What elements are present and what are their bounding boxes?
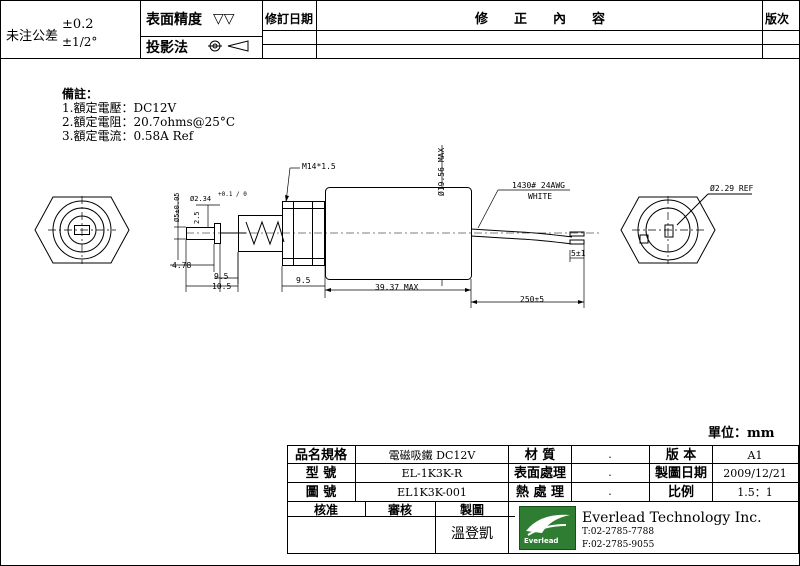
- company-fax: F:02-2785-9055: [582, 540, 655, 550]
- drawing-number-label: 圖 號: [305, 485, 337, 500]
- version-label: 版 本: [665, 448, 697, 463]
- strip-length-dimension: 5±1: [571, 249, 586, 258]
- model-value: EL-1K3K-R: [401, 467, 463, 480]
- note-1: 1.額定電壓：DC12V: [62, 101, 177, 115]
- lead-length-dimension: 250±5: [520, 295, 545, 304]
- version-value: A1: [747, 449, 763, 462]
- surface-treatment-value: .: [608, 466, 612, 479]
- revision-date-label: 修訂日期: [265, 12, 314, 26]
- scale-value: 1.5：1: [737, 486, 773, 499]
- version-header-label: 版次: [765, 12, 790, 26]
- note-3: 3.額定電流：0.58A Ref: [62, 129, 194, 143]
- tolerance-label: 未注公差: [6, 29, 59, 44]
- notes-title: 備註：: [62, 87, 99, 101]
- dimension-2-5: 2.5: [193, 211, 201, 224]
- draw-date-label: 製圖日期: [654, 466, 708, 481]
- name-spec-label: 品名規格: [294, 448, 348, 463]
- surface-finish-label: 表面精度: [146, 12, 202, 28]
- ref-diameter-dimension: Ø2.29 REF: [710, 184, 754, 193]
- approve-label: 核准: [313, 503, 339, 517]
- projection-label: 投影法: [146, 40, 188, 56]
- body-length-dimension: 39.37 MAX: [375, 283, 419, 292]
- title-block-frame: [287, 445, 799, 554]
- company-logo: Everlead: [519, 506, 576, 550]
- tolerance-linear: ±0.2: [62, 17, 94, 32]
- wire-color: WHITE: [528, 192, 553, 201]
- surface-finish-symbol: ▽▽: [213, 11, 235, 27]
- material-value: .: [608, 448, 612, 461]
- dimension-10-5: 10.5: [212, 282, 232, 291]
- material-label: 材 質: [524, 448, 556, 463]
- dimension-4-78: 4.78: [172, 261, 192, 270]
- heat-treatment-label: 熱 處 理: [515, 485, 565, 500]
- drafter-label: 製圖: [459, 503, 485, 517]
- diameter-max-dimension: Ø19.56 MAX: [437, 147, 446, 196]
- dimension-9-5-spring: 9.5: [214, 272, 229, 281]
- heat-treatment-value: .: [608, 485, 612, 498]
- surface-treatment-label: 表面處理: [513, 466, 567, 481]
- note-2: 2.額定電阻：20.7ohms@25°C: [62, 115, 236, 129]
- model-label: 型 號: [305, 466, 337, 481]
- company-name: Everlead Technology Inc.: [582, 510, 762, 526]
- plunger-diameter-dimension: Ø5±0.05: [173, 192, 181, 222]
- pin-tolerance: +0.1 / 0: [218, 191, 247, 198]
- dimension-9-5-nut: 9.5: [296, 276, 311, 285]
- drafter-signature: 溫登凱: [451, 526, 493, 542]
- drawing-number-value: EL1K3K-001: [397, 486, 467, 499]
- logo-swoosh-icon: [526, 514, 570, 536]
- company-tel: T:02-2785-7788: [582, 527, 655, 537]
- unit-label: 單位：mm: [708, 426, 775, 441]
- tolerance-angular: ±1/2°: [62, 35, 98, 49]
- wire-spec: 1430# 24AWG: [512, 181, 565, 190]
- scale-label: 比例: [667, 485, 695, 500]
- thread-dimension: M14*1.5: [302, 162, 336, 171]
- logo-text: Everlead: [524, 537, 559, 545]
- name-spec-value: 電磁吸鐵 DC12V: [388, 449, 476, 462]
- revision-content-label: 修 正 內 容: [474, 12, 606, 27]
- review-label: 審核: [387, 503, 413, 517]
- pin-diameter-dimension: Ø2.34: [190, 195, 212, 203]
- draw-date-value: 2009/12/21: [723, 467, 787, 480]
